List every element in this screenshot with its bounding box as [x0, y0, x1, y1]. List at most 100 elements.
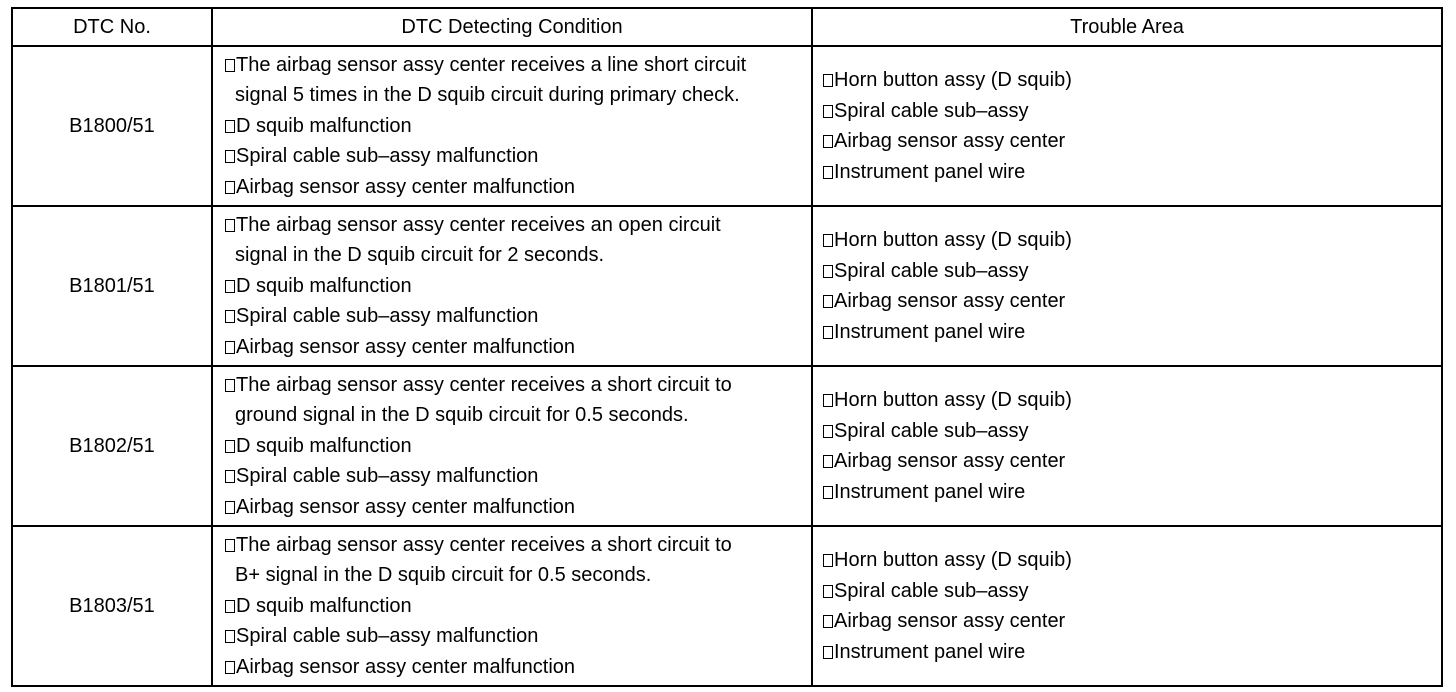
trouble-area-item: Spiral cable sub–assy [823, 256, 1441, 287]
condition-text: Airbag sensor assy center malfunction [236, 335, 576, 358]
header-trouble-area: Trouble Area [811, 7, 1443, 47]
dtc-number-cell: B1803/51 [11, 525, 213, 687]
trouble-area-text: Airbag sensor assy center [834, 450, 1066, 472]
dtc-table: DTC No. DTC Detecting Condition Trouble … [11, 7, 1443, 687]
trouble-area-text: Airbag sensor assy center [834, 290, 1066, 312]
checkbox-square-icon [225, 470, 235, 484]
condition-text: The airbag sensor assy center receives a… [236, 213, 721, 236]
condition-item: The airbag sensor assy center receives a… [225, 370, 811, 401]
checkbox-square-icon [823, 554, 833, 567]
table-header-row: DTC No. DTC Detecting Condition Trouble … [11, 7, 1443, 47]
condition-text: D squib malfunction [236, 114, 412, 137]
condition-text: D squib malfunction [236, 594, 412, 617]
checkbox-square-icon [823, 325, 833, 339]
header-detecting-condition: DTC Detecting Condition [211, 7, 813, 47]
trouble-area-item: Airbag sensor assy center [823, 446, 1441, 477]
trouble-area-item: Horn button assy (D squib) [823, 225, 1441, 256]
checkbox-square-icon [823, 264, 833, 278]
condition-continuation: signal in the D squib circuit for 2 seco… [235, 244, 605, 267]
condition-item: Spiral cable sub–assy malfunction [225, 621, 811, 652]
trouble-area-text: Instrument panel wire [834, 320, 1026, 343]
checkbox-square-icon [225, 378, 235, 392]
trouble-area-item: Instrument panel wire [823, 317, 1441, 348]
condition-text: Spiral cable sub–assy malfunction [236, 145, 539, 168]
condition-text: The airbag sensor assy center receives a… [236, 373, 732, 396]
trouble-area-cell: Horn button assy (D squib) Spiral cable … [811, 205, 1443, 367]
checkbox-square-icon [225, 660, 235, 674]
condition-item: D squib malfunction [225, 431, 811, 462]
condition-continuation: signal 5 times in the D squib circuit du… [235, 84, 740, 107]
checkbox-square-icon [823, 234, 833, 247]
detecting-condition-cell: The airbag sensor assy center receives a… [211, 525, 813, 687]
trouble-area-item: Airbag sensor assy center [823, 606, 1441, 637]
condition-item: Airbag sensor assy center malfunction [225, 172, 811, 203]
condition-continuation: ground signal in the D squib circuit for… [235, 404, 689, 427]
trouble-area-item: Instrument panel wire [823, 637, 1441, 668]
table-row: B1800/51 The airbag sensor assy center r… [11, 45, 1443, 207]
trouble-area-item: Horn button assy (D squib) [823, 385, 1441, 416]
trouble-area-text: Spiral cable sub–assy [834, 419, 1029, 442]
trouble-area-text: Airbag sensor assy center [834, 610, 1066, 632]
condition-item: Airbag sensor assy center malfunction [225, 492, 811, 523]
condition-text: D squib malfunction [236, 274, 412, 297]
checkbox-square-icon [823, 135, 833, 148]
condition-text: Spiral cable sub–assy malfunction [236, 305, 539, 328]
trouble-area-cell: Horn button assy (D squib) Spiral cable … [811, 525, 1443, 687]
trouble-area-text: Horn button assy (D squib) [834, 229, 1072, 251]
condition-item: The airbag sensor assy center receives a… [225, 210, 811, 241]
checkbox-square-icon [225, 340, 235, 354]
checkbox-square-icon [823, 645, 833, 659]
checkbox-square-icon [225, 218, 235, 232]
condition-item: D squib malfunction [225, 271, 811, 302]
condition-text: Airbag sensor assy center malfunction [236, 495, 576, 518]
checkbox-square-icon [823, 424, 833, 438]
condition-item: D squib malfunction [225, 591, 811, 622]
table-row: B1801/51 The airbag sensor assy center r… [11, 205, 1443, 367]
detecting-condition-cell: The airbag sensor assy center receives a… [211, 205, 813, 367]
trouble-area-text: Horn button assy (D squib) [834, 69, 1072, 91]
checkbox-square-icon [823, 615, 833, 628]
trouble-area-text: Airbag sensor assy center [834, 130, 1066, 152]
checkbox-square-icon [225, 279, 235, 293]
condition-item: D squib malfunction [225, 111, 811, 142]
condition-text: Spiral cable sub–assy malfunction [236, 465, 539, 488]
checkbox-square-icon [823, 104, 833, 118]
checkbox-square-icon [225, 439, 235, 453]
trouble-area-item: Instrument panel wire [823, 157, 1441, 188]
condition-text: Spiral cable sub–assy malfunction [236, 625, 539, 648]
condition-text: Airbag sensor assy center malfunction [236, 655, 576, 678]
trouble-area-text: Spiral cable sub–assy [834, 579, 1029, 602]
trouble-area-cell: Horn button assy (D squib) Spiral cable … [811, 45, 1443, 207]
condition-item: Spiral cable sub–assy malfunction [225, 141, 811, 172]
trouble-area-item: Spiral cable sub–assy [823, 576, 1441, 607]
checkbox-square-icon [225, 150, 235, 164]
checkbox-square-icon [823, 295, 833, 308]
checkbox-square-icon [225, 630, 235, 644]
condition-text: Airbag sensor assy center malfunction [236, 175, 576, 198]
trouble-area-text: Instrument panel wire [834, 640, 1026, 663]
checkbox-square-icon [225, 180, 235, 194]
dtc-number-cell: B1801/51 [11, 205, 213, 367]
dtc-number-cell: B1800/51 [11, 45, 213, 207]
table-row: B1803/51 The airbag sensor assy center r… [11, 525, 1443, 687]
condition-item: Spiral cable sub–assy malfunction [225, 301, 811, 332]
checkbox-square-icon [225, 119, 235, 133]
trouble-area-text: Instrument panel wire [834, 160, 1026, 183]
checkbox-square-icon [225, 310, 235, 324]
condition-item: Airbag sensor assy center malfunction [225, 652, 811, 683]
checkbox-square-icon [823, 394, 833, 407]
checkbox-square-icon [225, 599, 235, 613]
trouble-area-text: Horn button assy (D squib) [834, 549, 1072, 571]
detecting-condition-cell: The airbag sensor assy center receives a… [211, 365, 813, 527]
trouble-area-item: Horn button assy (D squib) [823, 545, 1441, 576]
condition-item: The airbag sensor assy center receives a… [225, 50, 811, 81]
trouble-area-item: Airbag sensor assy center [823, 126, 1441, 157]
checkbox-square-icon [225, 500, 235, 514]
trouble-area-cell: Horn button assy (D squib) Spiral cable … [811, 365, 1443, 527]
checkbox-square-icon [823, 485, 833, 499]
condition-text: D squib malfunction [236, 434, 412, 457]
checkbox-square-icon [823, 165, 833, 179]
header-dtc-no: DTC No. [11, 7, 213, 47]
checkbox-square-icon [225, 538, 235, 552]
checkbox-square-icon [823, 74, 833, 87]
